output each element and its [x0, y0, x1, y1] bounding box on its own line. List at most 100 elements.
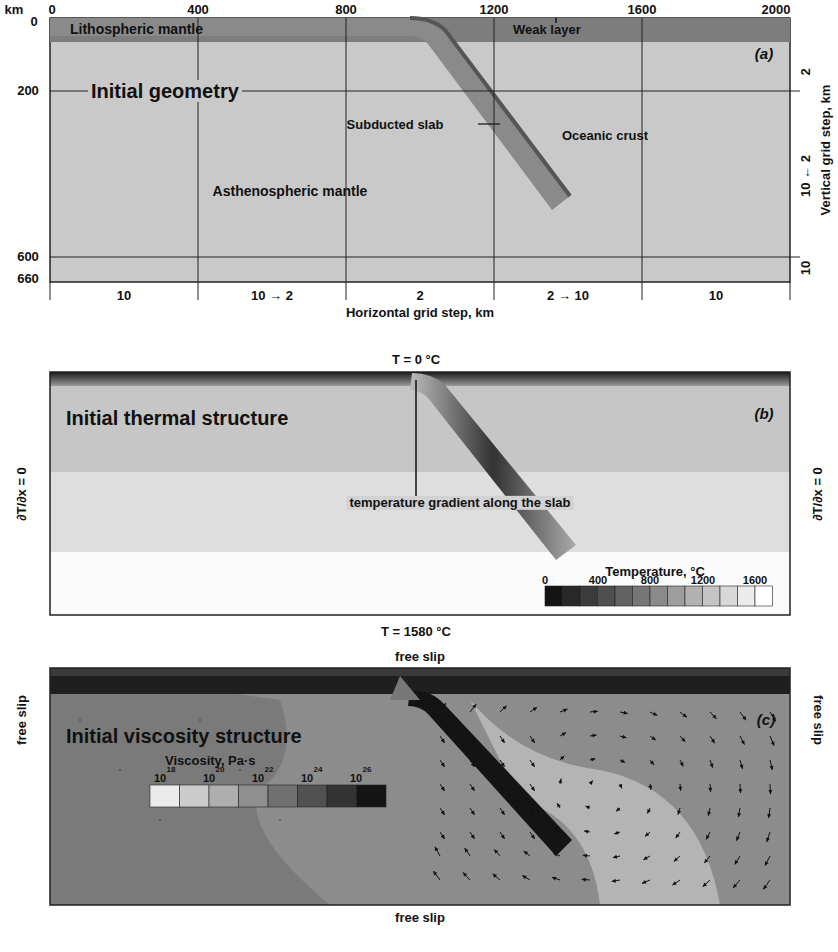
viscosity-panel: [50, 668, 790, 905]
velocity-arrow: [500, 784, 505, 791]
arrow-head: [740, 764, 744, 768]
arrow-head: [522, 875, 526, 879]
arrow-head: [582, 878, 586, 882]
velocity-arrow: [710, 760, 713, 768]
velocity-arrow: [470, 760, 475, 767]
colorbar-step: [650, 586, 668, 606]
arrow-head: [555, 828, 559, 832]
velocity-arrow: [680, 760, 683, 766]
label: 200: [17, 84, 39, 98]
velocity-arrow: [500, 736, 505, 743]
arrow-head: [533, 707, 537, 711]
colorbar-step: [580, 586, 598, 606]
label: free slip: [395, 911, 445, 925]
arrow-head: [592, 734, 596, 738]
arrow-head: [648, 785, 652, 789]
arrow-head: [616, 807, 620, 811]
arrow-head: [710, 763, 714, 767]
arrow-head: [560, 756, 564, 760]
arrow-head: [471, 786, 475, 790]
velocity-arrow: [433, 871, 440, 880]
label: Asthenospheric mantle: [213, 184, 368, 199]
velocity-arrow: [470, 704, 476, 712]
label: 660: [17, 272, 39, 286]
velocity-arrow: [470, 736, 475, 743]
velocity-arrow: [470, 832, 475, 839]
label: 400: [589, 574, 607, 586]
arrow-head: [501, 786, 505, 790]
arrow-head: [763, 885, 767, 889]
viscosity-colorbar: [150, 785, 386, 807]
arrow-head: [463, 872, 467, 876]
arrow-head: [704, 859, 708, 863]
colorbar-step: [563, 586, 581, 606]
arrow-head: [643, 856, 647, 860]
arrow-head: [614, 831, 618, 835]
subducted-slab: [50, 18, 570, 210]
velocity-dot: [199, 719, 201, 721]
arrow-head: [674, 857, 678, 861]
label: 0: [30, 15, 37, 29]
arrow-head: [591, 758, 595, 762]
velocity-arrow: [680, 736, 685, 742]
label: 1600: [628, 3, 657, 17]
label: ∂T/∂x = 0: [15, 467, 29, 521]
label: Initial geometry: [88, 80, 242, 102]
arrow-head: [465, 848, 469, 852]
arrow-head: [612, 879, 616, 883]
label: 1200: [691, 574, 715, 586]
leader-line: [478, 123, 500, 124]
velocity-arrow: [530, 707, 537, 712]
velocity-arrow: [493, 874, 500, 880]
arrow-head: [623, 711, 627, 715]
label: free slip: [811, 695, 825, 745]
label: 800: [641, 574, 659, 586]
arrow-head: [494, 849, 498, 853]
arrow-head: [737, 813, 741, 817]
arrow-head: [677, 810, 681, 814]
arrow-head: [594, 710, 598, 714]
label: (c): [757, 712, 775, 729]
arrow-head: [707, 812, 711, 816]
velocity-arrow: [763, 880, 770, 889]
label: Horizontal grid step, km: [346, 306, 494, 320]
arrow-head: [553, 853, 557, 857]
arrow-head: [442, 703, 446, 707]
arrow-head: [738, 789, 742, 793]
arrow-head: [613, 855, 617, 859]
arrow-head: [433, 871, 437, 875]
arrow-head: [622, 735, 626, 739]
label: Oceanic crust: [562, 129, 648, 143]
velocity-arrow: [680, 712, 687, 717]
arrow-head: [563, 709, 567, 713]
label: 10: [301, 772, 313, 784]
label: 1200: [480, 3, 509, 17]
velocity-arrow: [555, 828, 560, 832]
arrow-head: [741, 740, 745, 744]
arrow-head: [531, 738, 535, 742]
velocity-arrow: [530, 760, 535, 767]
velocity-arrow: [494, 849, 500, 856]
slab-viscosity: [408, 690, 572, 856]
velocity-arrow: [470, 808, 475, 815]
arrow-head: [678, 787, 682, 791]
arrow-head: [531, 810, 535, 814]
velocity-arrow: [500, 760, 505, 767]
label: Initial viscosity structure: [66, 725, 302, 747]
velocity-arrow: [740, 760, 743, 769]
colorbar-step: [209, 785, 239, 807]
arrow-head: [681, 738, 685, 742]
arrow-head: [647, 809, 651, 813]
arrow-head: [501, 834, 505, 838]
arrow-head: [712, 715, 716, 719]
label: 0: [48, 3, 55, 17]
colorbar-step: [180, 785, 210, 807]
velocity-arrow: [530, 808, 535, 815]
label: 2: [799, 68, 813, 75]
label: temperature gradient along the slab: [346, 496, 573, 510]
arrow-head: [501, 810, 505, 814]
label: 10: [154, 772, 166, 784]
arrow-head: [585, 806, 589, 810]
velocity-dot: [79, 719, 81, 721]
